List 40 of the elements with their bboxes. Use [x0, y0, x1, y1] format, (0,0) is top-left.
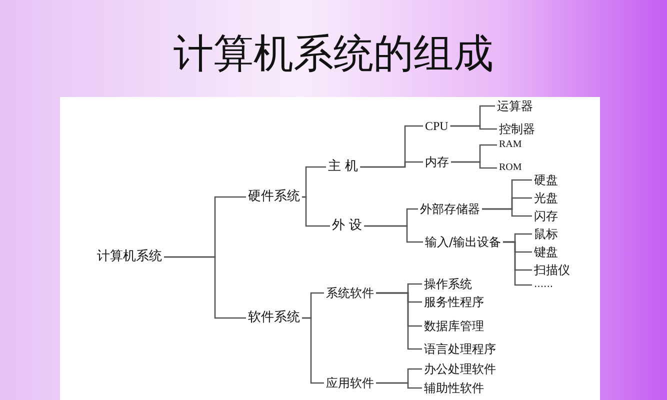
node-label: ROM	[499, 162, 522, 174]
node-label: 内存	[425, 154, 449, 170]
bracket-connector	[302, 317, 324, 384]
bracket-connector	[164, 256, 246, 319]
node-label: 外部存储器	[420, 202, 480, 216]
bracket-connector	[364, 225, 423, 243]
node-label: 系统软件	[326, 286, 374, 300]
node-label: 软件系统	[248, 310, 300, 326]
node-label: 操作系统	[424, 276, 472, 292]
node-label: 硬盘	[534, 172, 558, 188]
node-label: 控制器	[499, 122, 535, 136]
node-label: 办公处理软件	[424, 362, 496, 376]
node-label: 应用软件	[326, 376, 374, 390]
node-label: 键盘	[534, 244, 558, 260]
bracket-connector	[302, 196, 330, 227]
node-label: 主 机	[328, 159, 358, 175]
node-label: 硬件系统	[248, 189, 300, 205]
node-label: 运算器	[497, 98, 533, 114]
bracket-connector	[482, 208, 532, 217]
title: 计算机系统的组成	[172, 30, 494, 78]
node-label: 光盘	[534, 190, 558, 206]
node-label: RAM	[499, 139, 522, 151]
bracket-connector	[451, 161, 497, 169]
node-label: 服务性程序	[424, 294, 484, 310]
bracket-connector	[503, 241, 532, 286]
bracket-connector	[450, 125, 497, 130]
bracket-connector	[360, 161, 423, 168]
node-label: 语言处理程序	[424, 342, 496, 356]
node-label: 计算机系统	[97, 249, 162, 265]
node-label: 数据库管理	[424, 318, 484, 334]
node-label: 输入/输出设备	[425, 234, 502, 250]
bracket-connector	[376, 292, 422, 350]
node-label: 鼠标	[534, 226, 558, 242]
node-label: ......	[534, 279, 554, 291]
node-label: 辅助性软件	[424, 380, 484, 396]
node-label: 外 设	[332, 218, 362, 234]
node-label: 闪存	[534, 208, 558, 224]
node-label: CPU	[425, 118, 448, 134]
node-label: 扫描仪	[534, 262, 570, 278]
bracket-connector	[376, 382, 422, 389]
